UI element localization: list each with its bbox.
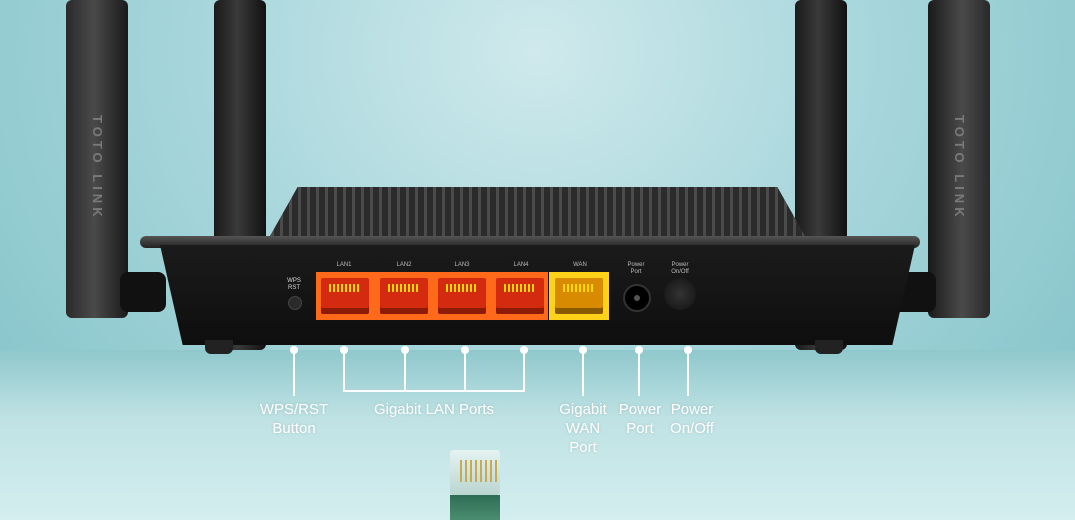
callout-dot-power-port [635,346,643,354]
power-port[interactable] [623,284,651,312]
callout-line-lan4 [523,354,525,392]
lan3-pins [446,284,478,292]
plug-head [450,450,500,495]
callout-dot-lan4 [520,346,528,354]
plug-tail [450,495,500,520]
ethernet-cable-plug [446,450,504,520]
callout-line-lan3 [464,354,466,392]
router-foot-right [815,340,843,354]
lan1-pins [329,284,361,292]
power-onoff-label: Power On/Off [671,262,689,275]
router-foot-left [205,340,233,354]
callout-label-wan: Gigabit WAN Port [559,401,607,456]
callout-dot-wan [579,346,587,354]
callout-dot-lan3 [461,346,469,354]
callout-line-power-port [638,354,640,396]
floor [0,350,1075,520]
antenna-logo-right: TOTO LINK [952,115,967,221]
callout-line-wps [293,354,295,396]
callout-line-lan1 [343,354,345,392]
power-port-label: Power Port [627,262,645,275]
callout-dot-lan2 [401,346,409,354]
antenna-logo-left: TOTO LINK [90,115,105,221]
antenna-hinge-left [120,272,166,312]
antenna-far-left: TOTO LINK [66,0,128,318]
wps-rst-button[interactable] [288,296,302,310]
callout-line-wan [582,354,584,396]
lan3-label: LAN3 [454,262,470,268]
wan-pins [563,284,595,292]
antenna-far-right: TOTO LINK [928,0,990,318]
lan1-port[interactable] [321,278,369,314]
callout-dot-power-onoff [684,346,692,354]
plug-pins [460,460,498,482]
callout-dot-lan1 [340,346,348,354]
lan3-port[interactable] [438,278,486,314]
lan4-label: LAN4 [513,262,529,268]
callout-dot-wps [290,346,298,354]
lan4-port[interactable] [496,278,544,314]
lan4-pins [504,284,536,292]
callout-label-lan: Gigabit LAN Ports [373,401,495,418]
router-top-vent [265,187,810,245]
lan2-port[interactable] [380,278,428,314]
power-onoff-button[interactable] [664,278,696,310]
wan-label: WAN [573,262,587,268]
wan-port[interactable] [555,278,603,314]
lan2-label: LAN2 [396,262,412,268]
callout-line-lan-bracket [343,390,525,392]
callout-label-wps: WPS/RST Button [259,401,329,437]
callout-line-power-onoff [687,354,689,396]
callout-label-power-onoff: Power On/Off [670,401,714,437]
wps-rst-port-label: WPS RST [287,278,301,291]
lan1-label: LAN1 [336,262,352,268]
callout-line-lan2 [404,354,406,392]
callout-label-power-port: Power Port [618,401,662,437]
lan2-pins [388,284,420,292]
